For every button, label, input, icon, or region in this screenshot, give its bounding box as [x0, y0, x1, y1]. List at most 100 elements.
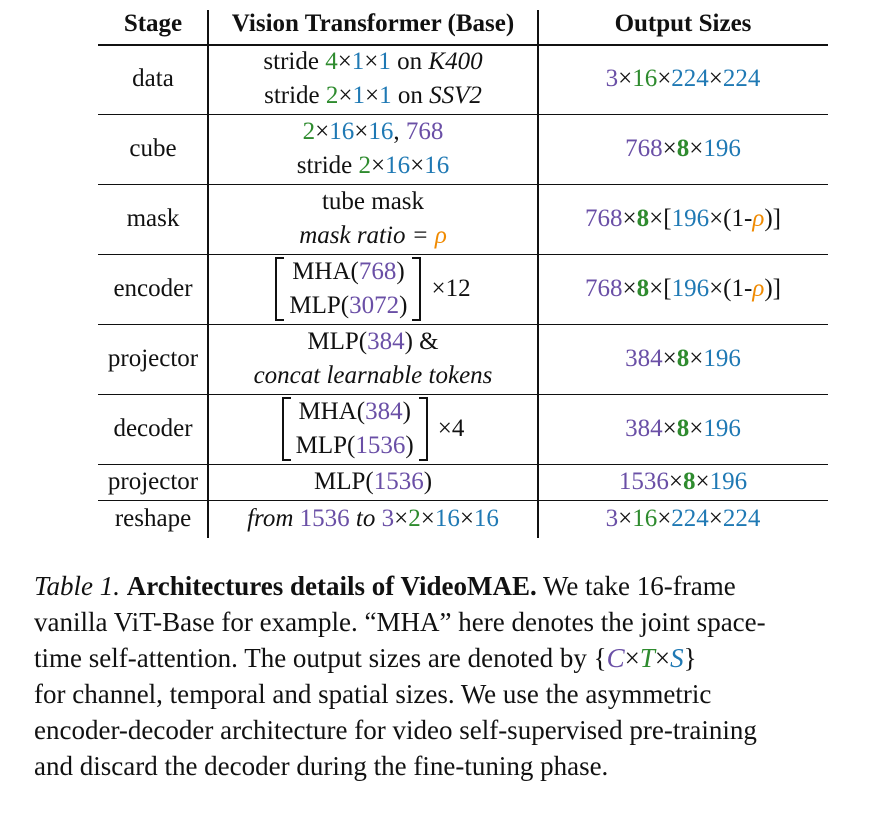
- vit-line: from 1536 to 3×2×16×16: [247, 502, 499, 536]
- vit-line: stride 2×1×1 on SSV2: [264, 79, 482, 113]
- text-segment: ): [402, 398, 411, 425]
- text-segment: tube mask: [321, 188, 425, 215]
- text-segment: 1536: [373, 468, 424, 495]
- vit-line: mask ratio = ρ: [299, 219, 447, 253]
- text-segment: ×: [689, 415, 704, 442]
- text-segment: ×: [622, 275, 637, 302]
- text-segment: ×: [657, 505, 672, 532]
- text-segment: ×(1-: [709, 205, 753, 232]
- stage-cell: reshape: [114, 505, 192, 532]
- header-output-sizes: Output Sizes: [614, 10, 752, 37]
- text-segment: ×[: [649, 275, 672, 302]
- stage-cell: cube: [129, 135, 177, 162]
- stage-cell: mask: [126, 205, 180, 232]
- text-segment: MLP(: [295, 432, 356, 459]
- header-rule: [98, 44, 828, 46]
- text-segment: 196: [703, 415, 741, 442]
- text-segment: stride: [264, 82, 326, 109]
- output-size-cell: 1536×8×196: [538, 464, 828, 500]
- row-rule: [98, 500, 828, 501]
- text-segment: C: [606, 643, 625, 673]
- text-segment: ×: [654, 643, 671, 673]
- text-segment: Table 1.: [34, 571, 127, 601]
- text-segment: We take 16-frame: [536, 571, 736, 601]
- text-segment: mask ratio: [299, 222, 406, 249]
- text-segment: 196: [671, 205, 710, 232]
- output-size-cell: 3×16×224×224: [538, 500, 828, 538]
- caption-line: encoder-decoder architecture for video s…: [34, 712, 854, 748]
- text-segment: ×: [622, 205, 637, 232]
- text-segment: 1: [379, 82, 392, 109]
- vit-cell: from 1536 to 3×2×16×16: [208, 500, 538, 538]
- text-segment: 768: [585, 205, 623, 232]
- caption-line: Table 1. Architectures details of VideoM…: [34, 568, 854, 604]
- vit-line: tube mask: [322, 185, 424, 219]
- bracket-group: MHA(384)MLP(1536): [281, 395, 428, 463]
- text-segment: 1536: [299, 505, 350, 532]
- text-segment: ×: [394, 505, 409, 532]
- left-bracket: [281, 397, 291, 461]
- stage-cell: encoder: [113, 275, 193, 302]
- text-segment: 16: [385, 152, 411, 179]
- vit-line: concat learnable tokens: [254, 359, 493, 393]
- text-segment: 3072: [349, 292, 400, 319]
- text-segment: ×: [364, 48, 379, 75]
- caption-line: time self-attention. The output sizes ar…: [34, 640, 854, 676]
- text-segment: ×: [695, 468, 710, 495]
- output-size-cell: 768×8×[196×(1-ρ)]: [538, 184, 828, 254]
- text-segment: 8: [636, 205, 650, 232]
- text-segment: 196: [709, 468, 748, 495]
- output-size-line: 3×16×224×224: [606, 62, 761, 96]
- caption-line: vanilla ViT-Base for example. “MHA” here…: [34, 604, 854, 640]
- text-segment: ): [396, 258, 405, 285]
- output-size-line: 768×8×[196×(1-ρ)]: [585, 272, 781, 306]
- text-segment: 196: [671, 275, 710, 302]
- text-segment: ×: [618, 65, 633, 92]
- text-segment: ρ: [752, 205, 765, 232]
- text-segment: 196: [703, 135, 741, 162]
- vit-line: stride 4×1×1 on K400: [263, 45, 482, 79]
- column-divider-1: [207, 10, 209, 538]
- text-segment: 16: [632, 505, 658, 532]
- text-segment: 768: [625, 135, 663, 162]
- text-segment: =: [405, 222, 435, 249]
- vit-cell: MHA(768)MLP(3072)×12: [208, 254, 538, 324]
- text-segment: 224: [671, 505, 709, 532]
- text-segment: ρ: [752, 275, 765, 302]
- text-segment: K400: [428, 48, 483, 75]
- text-segment: 1: [352, 82, 366, 109]
- text-segment: 16: [368, 118, 394, 145]
- text-segment: encoder-decoder architecture for video s…: [34, 715, 757, 745]
- text-segment: 16: [473, 505, 499, 532]
- text-segment: 3: [605, 65, 619, 92]
- row-rule: [98, 394, 828, 395]
- row-rule: [98, 114, 828, 115]
- repeated-block: MHA(384)MLP(1536)×4: [281, 395, 465, 463]
- architecture-table: Stage Vision Transformer (Base) Output S…: [98, 4, 828, 538]
- text-segment: 196: [703, 345, 741, 372]
- vit-cell: tube mask mask ratio = ρ: [208, 184, 538, 254]
- text-segment: ×: [410, 152, 425, 179]
- text-segment: 1: [351, 48, 365, 75]
- stage-cell: projector: [107, 345, 199, 372]
- output-size-line: 768×8×196: [625, 132, 741, 166]
- text-segment: ×: [315, 118, 330, 145]
- output-size-line: 3×16×224×224: [606, 502, 761, 536]
- output-size-line: 384×8×196: [625, 342, 741, 376]
- text-segment: ×: [371, 152, 386, 179]
- right-bracket: [412, 257, 422, 321]
- text-segment: ,: [393, 118, 406, 145]
- text-segment: ×: [618, 505, 633, 532]
- text-segment: ×: [624, 643, 640, 673]
- text-segment: 768: [585, 275, 623, 302]
- table-caption: Table 1. Architectures details of VideoM…: [34, 568, 854, 784]
- text-segment: 4: [325, 48, 338, 75]
- text-segment: and discard the decoder during the fine-…: [34, 751, 609, 781]
- row-rule: [98, 464, 828, 465]
- text-segment: 16: [434, 505, 460, 532]
- text-segment: ×: [657, 65, 672, 92]
- repeat-count: ×4: [437, 415, 465, 442]
- text-segment: ×: [662, 345, 677, 372]
